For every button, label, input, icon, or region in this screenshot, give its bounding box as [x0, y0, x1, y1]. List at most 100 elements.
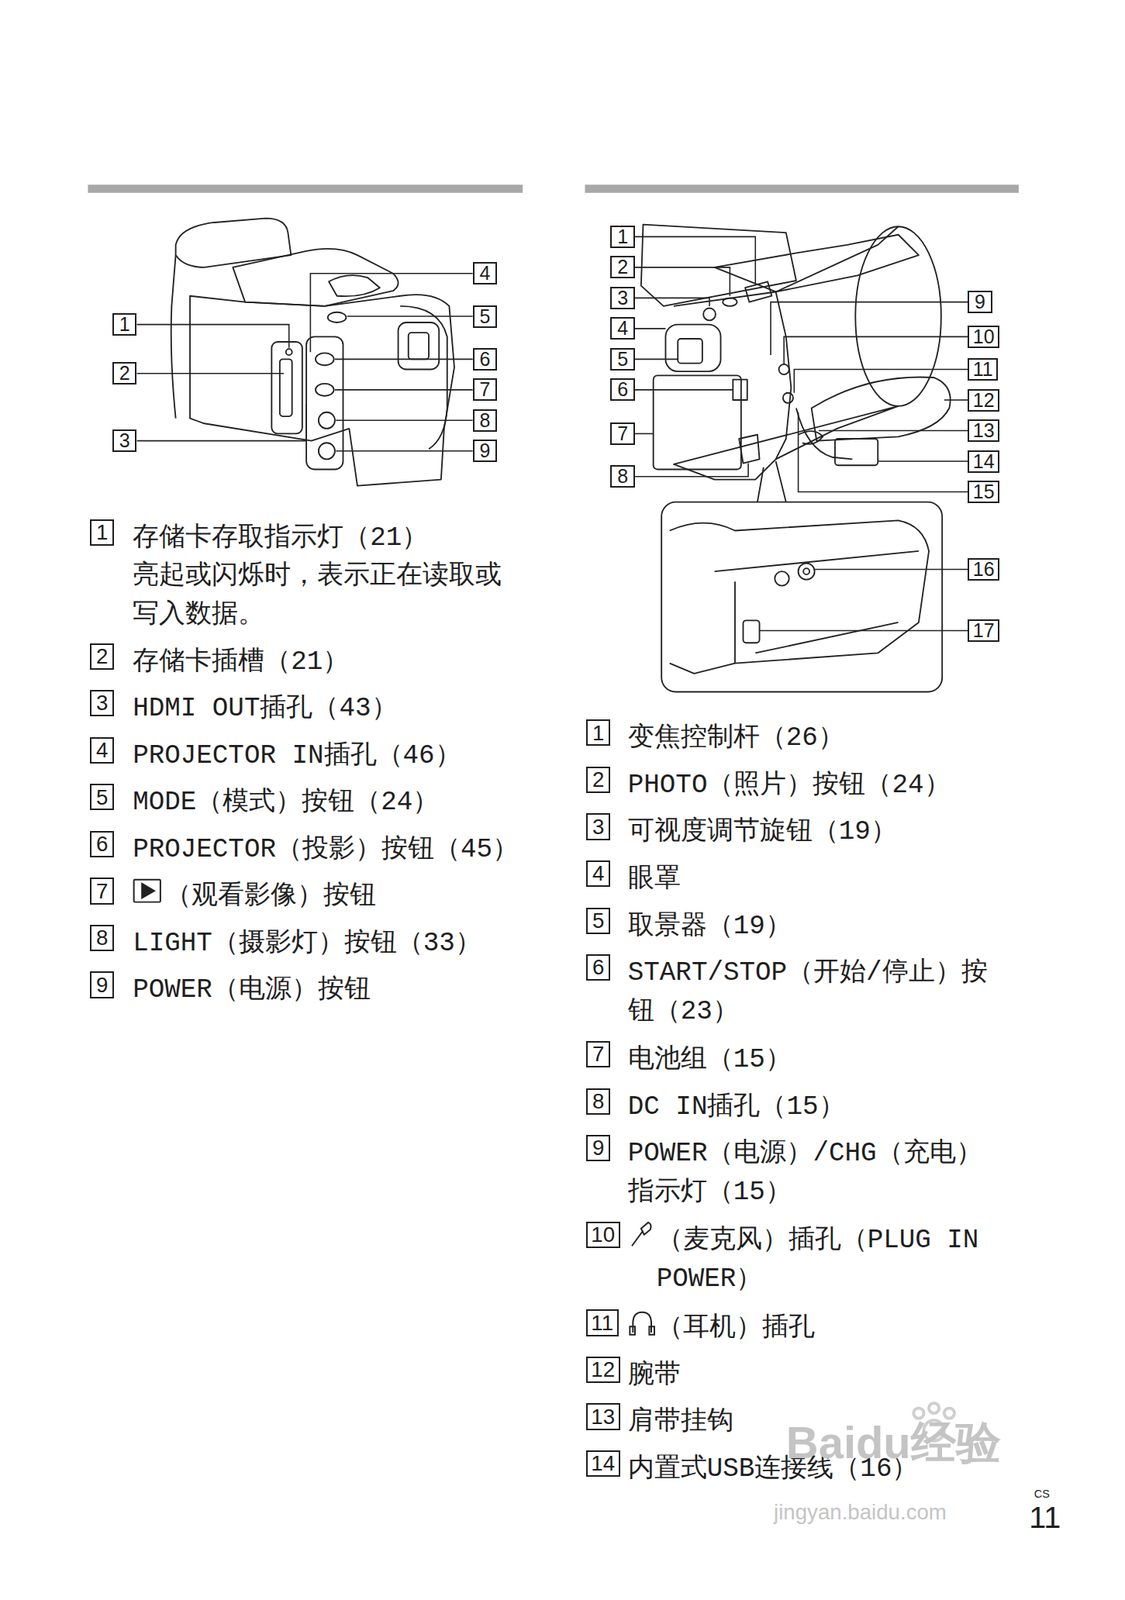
- callout-number: 4: [592, 862, 604, 885]
- callout-box: 8: [610, 465, 635, 488]
- callout-box: 4: [89, 737, 115, 764]
- callout-box: 12: [967, 389, 1000, 412]
- callout-box: 13: [967, 419, 1000, 442]
- grip-belt: [811, 376, 951, 441]
- leader-line: [335, 420, 473, 422]
- mic-icon: [631, 1222, 652, 1246]
- leader-line: [944, 399, 968, 401]
- callout-number: 3: [96, 692, 108, 715]
- callout-box: 3: [89, 690, 115, 717]
- top-handle: [714, 234, 919, 293]
- callout-number: 1: [96, 521, 108, 544]
- inset-frame: [661, 502, 943, 693]
- play-icon-frame: [134, 879, 161, 903]
- callout-number: 5: [592, 910, 604, 932]
- callout-box: 6: [610, 378, 635, 401]
- page-number: 11: [1028, 1502, 1061, 1534]
- callout-number: 14: [590, 1452, 615, 1475]
- callout-number: 12: [590, 1359, 615, 1381]
- leader-line: [793, 369, 968, 394]
- callout-number: 8: [479, 410, 491, 431]
- leader-line: [877, 460, 968, 463]
- callout-number: 16: [973, 559, 995, 580]
- play-button: [315, 383, 335, 397]
- strap-ring: [742, 620, 760, 643]
- callout-box: 17: [967, 619, 1000, 642]
- callout-box: 5: [610, 348, 635, 371]
- callout-number: 15: [973, 482, 995, 502]
- callout-number: 1: [119, 314, 131, 335]
- callout-number: 14: [973, 452, 995, 472]
- leader-line: [137, 324, 290, 349]
- leader-line: [818, 430, 968, 432]
- callout-number: 3: [592, 816, 604, 839]
- callout-box: 9: [967, 290, 993, 314]
- tripod-socket: [774, 571, 789, 586]
- watermark-url: jingyan.baidu.com: [773, 1501, 1039, 1525]
- start-stop-button: [732, 379, 747, 401]
- callout-number: 9: [96, 974, 108, 997]
- callout-box: 7: [610, 422, 635, 446]
- leader-line: [634, 433, 654, 435]
- leader-line: [814, 569, 968, 571]
- leader-line: [335, 450, 473, 453]
- lens-barrel: [855, 226, 942, 407]
- strap-hook: [798, 431, 824, 445]
- card-slot: [279, 358, 293, 417]
- item-text: 腕带: [628, 1356, 1008, 1396]
- leader-line: [137, 403, 308, 441]
- callout-number: 3: [617, 288, 629, 308]
- lens-edge: [171, 255, 176, 419]
- callout-number: 2: [119, 363, 131, 384]
- eyepiece-glass: [408, 332, 429, 359]
- callout-box: 15: [967, 480, 1000, 504]
- mode-button: [327, 312, 347, 323]
- callout-number: 5: [96, 786, 108, 809]
- callout-box: 7: [89, 877, 115, 905]
- callout-number: 6: [617, 379, 629, 400]
- callout-box: 1: [89, 519, 115, 546]
- projector-button: [315, 352, 335, 366]
- watermark-paw: [928, 1403, 939, 1414]
- callout-number: 7: [592, 1043, 604, 1066]
- leader-line: [759, 630, 969, 632]
- callout-number: 8: [617, 466, 629, 487]
- lens-hood: [175, 218, 292, 268]
- item-text: PHOTO（照片）按钮（24）: [628, 766, 1008, 806]
- callout-box: 2: [89, 643, 115, 670]
- callout-number: 7: [617, 424, 629, 444]
- item-text: 电池组（15）: [628, 1041, 1008, 1081]
- callout-box: 3: [112, 429, 138, 453]
- callout-number: 11: [590, 1312, 614, 1335]
- callout-number: 5: [617, 349, 629, 370]
- item-text: POWER（电源）/CHG（充电） 指示灯（15）: [628, 1135, 1008, 1212]
- watermark-paw: [913, 1408, 924, 1419]
- zoom-lever: [745, 281, 772, 302]
- leader-lines: [137, 273, 473, 452]
- inset-body: [669, 520, 929, 673]
- callout-box: 5: [472, 305, 498, 328]
- item-text: PROJECTOR（投影）按钮（45）: [132, 831, 523, 870]
- callout-box: 16: [967, 558, 1000, 581]
- callout-number: 2: [617, 257, 629, 277]
- item-text: （麦克风）插孔（PLUG IN POWER）: [656, 1221, 1008, 1299]
- callout-number: 10: [973, 327, 995, 347]
- callout-number: 5: [479, 307, 491, 327]
- card-door: [271, 341, 302, 434]
- camera-body: [673, 226, 899, 480]
- callout-number: 9: [974, 292, 986, 312]
- callout-box: 1: [112, 313, 138, 336]
- leader-line: [137, 372, 285, 375]
- section-bars: [87, 184, 1019, 194]
- section-bar: [87, 184, 523, 194]
- watermark: Baidu经验: [786, 1418, 1001, 1469]
- callout-box: 8: [89, 924, 115, 952]
- inset-pointer: [757, 467, 764, 503]
- top-handle: [232, 248, 398, 307]
- callout-number: 8: [96, 927, 108, 950]
- callout-box: 10: [586, 1221, 621, 1249]
- leader-line: [798, 412, 969, 493]
- body-side: [776, 291, 792, 459]
- inset-bottom: [714, 551, 919, 664]
- callout-box: 3: [586, 813, 611, 840]
